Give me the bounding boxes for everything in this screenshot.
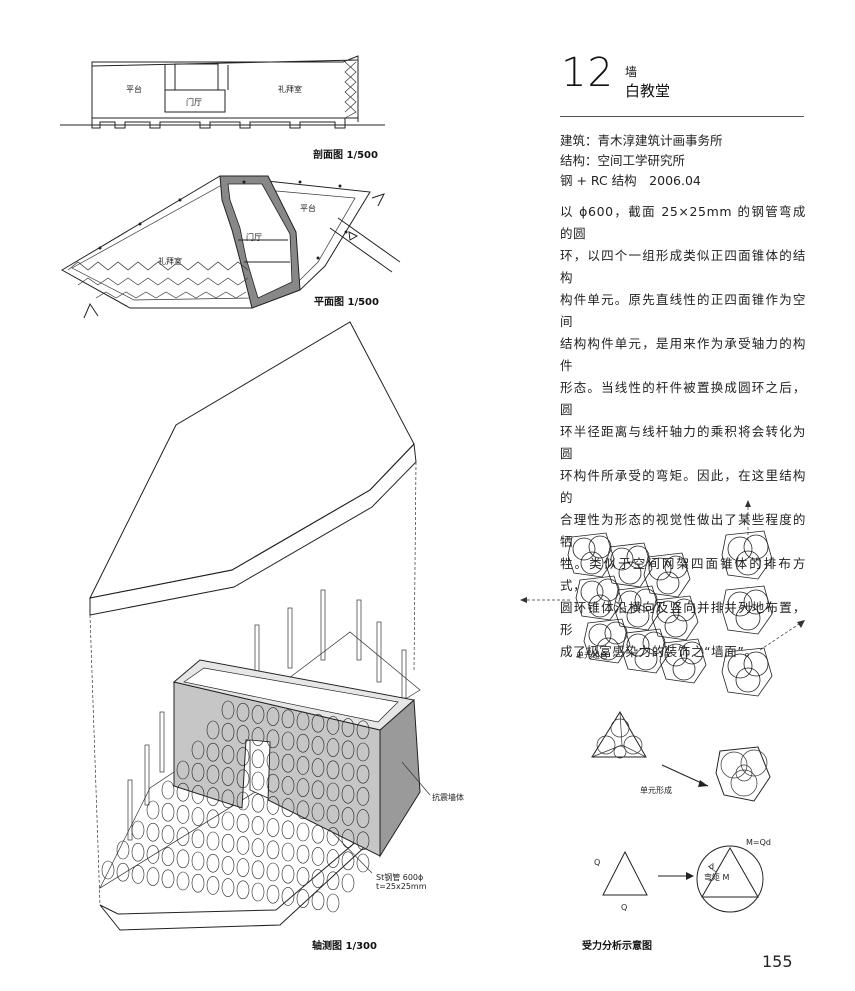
chapter-title: 白教堂 [625,82,671,100]
section-label-chapel: 礼拜室 [278,85,302,94]
plan-label-terrace: 平台 [300,204,316,213]
force-label-moment: 弯矩 M [704,873,730,882]
description-line: 构件单元。原先直线性的正四面锥作为空间 [560,292,806,329]
force-label-d: d [709,862,715,871]
analysis-caption: 受力分析示意图 [582,941,652,952]
axo-label-seismic-wall: 抗震墙体 [432,793,464,802]
section-label-terrace: 平台 [126,85,142,94]
plan-caption: 平面图 1/500 [314,297,379,308]
description-text: 以 ϕ600，截面 25×25mm 的钢管弯成的圆 环，以四个一组形成类似正四面… [560,201,806,663]
project-info: 建筑：青木淳建筑计画事务所 结构：空间工学研究所 钢 + RC 结构 2006.… [560,131,723,191]
plan-label-chapel: 礼拜室 [158,257,182,266]
description-line: 环构件所承受的弯矩。因此，在这里结构的 [560,468,806,505]
page-number: 155 [762,952,793,971]
info-structure: 结构：空间工学研究所 [560,153,686,168]
description-line: 形态。当线性的杆件被置换成圆环之后，圆 [560,380,806,417]
axo-label-pipe-2: t=25x25mm [376,882,427,891]
force-label-q2: Q [621,903,628,912]
description-line: 结构构件单元，是用来作为承受轴力的构件 [560,336,806,373]
chapter-category: 墙 [625,65,638,79]
plan-label-lobby: 门厅 [246,233,262,242]
unit-combination-label: 单元组合 [576,651,608,660]
axo-caption: 轴测图 1/300 [312,941,377,952]
description-line: 成了极富感染力的装饰之“墙面”。 [560,644,758,659]
info-meta: 钢 + RC 结构 2006.04 [560,173,701,188]
unit-formation-label: 单元形成 [640,786,672,795]
header-divider [560,116,804,117]
axo-label-pipe-1: St钢管 600ϕ [376,873,424,882]
force-label-formula: M=Qd [746,838,771,847]
force-label-q1: Q [594,858,601,867]
description-line: 以 ϕ600，截面 25×25mm 的钢管弯成的圆 [560,204,806,241]
description-line: 合理性为形态的视觉性做出了某些程度的牺 [560,512,806,549]
section-label-lobby: 门厅 [186,98,202,107]
description-line: 环半径距离与线杆轴力的乘积将会转化为圆 [560,424,806,461]
section-caption: 剖面图 1/500 [313,150,378,161]
info-architect: 建筑：青木淳建筑计画事务所 [560,133,723,148]
description-line: 环，以四个一组形成类似正四面锥体的结构 [560,248,806,285]
chapter-number: 12 [561,50,614,96]
